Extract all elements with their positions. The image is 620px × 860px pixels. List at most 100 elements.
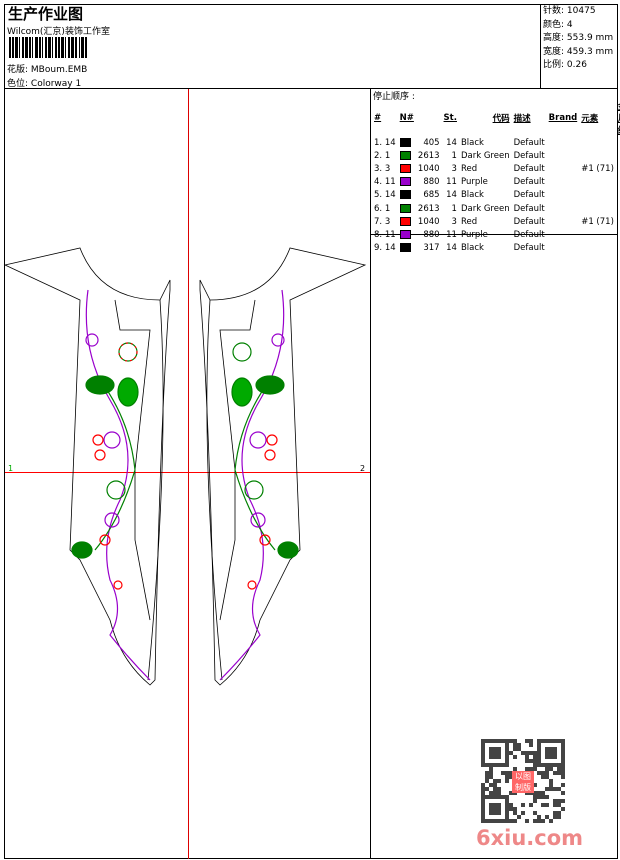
sequin xyxy=(579,202,616,215)
table-row: 2. 1 2613 1 Dark Green Default xyxy=(372,149,620,162)
marker-left: 1 xyxy=(8,464,14,473)
column-header: Brand xyxy=(548,113,578,123)
sequin xyxy=(579,176,616,189)
element xyxy=(547,242,580,255)
column-header: N# xyxy=(399,113,414,123)
stitch-count: 317 xyxy=(423,243,440,254)
color-code: 14 xyxy=(446,243,457,254)
color-swatch-cell xyxy=(398,202,416,215)
color-swatch-cell xyxy=(398,136,416,149)
sequin xyxy=(579,242,616,255)
column-header: 代码 xyxy=(492,114,510,124)
boot-outline-right xyxy=(199,247,367,686)
info-width: 宽度: 459.3 mm xyxy=(543,46,614,57)
element xyxy=(547,189,580,202)
stitch-count: 405 xyxy=(423,137,440,148)
color-description: Black xyxy=(460,243,484,254)
brand: Default xyxy=(513,190,545,201)
color-swatch xyxy=(399,163,411,173)
brand: Default xyxy=(513,203,545,214)
info-stitches: 针数: 10475 xyxy=(543,6,596,16)
color-swatch-cell xyxy=(398,149,416,162)
table-row: 6. 1 2613 1 Dark Green Default xyxy=(372,202,620,215)
info-colors: 颜色: 4 xyxy=(543,19,573,30)
brand: Default xyxy=(513,216,545,227)
row-index: 3. 3 xyxy=(374,163,391,174)
color-description: Red xyxy=(460,216,478,227)
page-frame xyxy=(4,4,618,859)
stop-sequence-title: 停止顺序 : xyxy=(373,92,415,102)
color-swatch xyxy=(399,243,411,253)
table-row: 7. 3 1040 3 Red Default #1 (71) xyxy=(372,215,620,228)
sequin: #1 (71) xyxy=(581,163,614,174)
row-index: 9. 14 xyxy=(374,243,396,254)
row-index: 2. 1 xyxy=(374,150,391,161)
color-swatch xyxy=(399,229,411,239)
header-divider xyxy=(4,88,618,89)
color-swatch xyxy=(399,216,411,226)
table-row: 4. 11 880 11 Purple Default xyxy=(372,176,620,189)
stitch-count: 1040 xyxy=(417,163,440,174)
color-swatch-cell xyxy=(398,176,416,189)
stitch-count: 2613 xyxy=(417,203,440,214)
color-code: 14 xyxy=(446,137,457,148)
barcode xyxy=(9,37,120,58)
column-header: # xyxy=(374,113,382,123)
element xyxy=(547,162,580,175)
color-swatch-cell xyxy=(398,228,416,241)
element xyxy=(547,149,580,162)
brand: Default xyxy=(513,243,545,254)
embroidery-motif-left xyxy=(71,289,151,681)
color-code: 1 xyxy=(451,150,457,161)
color-swatch xyxy=(399,137,411,147)
color-description: Purple xyxy=(460,177,488,188)
column-header: St. xyxy=(443,113,457,123)
color-swatch xyxy=(399,150,411,160)
file-label: 花版: xyxy=(7,65,29,75)
info-height: 高度: 553.9 mm xyxy=(543,33,614,43)
color-swatch xyxy=(399,203,411,213)
row-index: 6. 1 xyxy=(374,203,391,214)
color-description: Purple xyxy=(460,229,488,240)
stitch-count: 1040 xyxy=(417,216,440,227)
color-code: 3 xyxy=(451,163,457,174)
color-description: Dark Green xyxy=(460,203,510,214)
stop-sequence-panel xyxy=(370,88,618,235)
color-description: Black xyxy=(460,190,484,201)
page-title: 生产作业图 xyxy=(8,5,84,23)
embroidery-preview xyxy=(3,247,367,686)
stitch-count: 2613 xyxy=(417,150,440,161)
table-row: 1. 14 405 14 Black Default xyxy=(372,136,620,149)
row-index: 7. 3 xyxy=(374,216,391,227)
table-row: 9. 14 317 14 Black Default xyxy=(372,242,620,255)
stitch-count: 685 xyxy=(423,190,440,201)
sequin xyxy=(579,189,616,202)
column-header: 元素 xyxy=(581,114,599,124)
brand: Default xyxy=(513,163,545,174)
row-index: 1. 14 xyxy=(374,137,396,148)
element xyxy=(547,228,580,241)
sequin xyxy=(579,228,616,241)
sequin xyxy=(579,149,616,162)
info-scale: 比例: 0.26 xyxy=(543,60,587,70)
color-code: 11 xyxy=(446,229,457,240)
color-swatch-cell xyxy=(398,162,416,175)
color-code: 1 xyxy=(451,203,457,214)
column-header: 金片绣 xyxy=(616,100,620,136)
column-header: 描述 xyxy=(513,114,531,124)
stitch-count: 880 xyxy=(423,177,440,188)
color-swatch-cell xyxy=(398,189,416,202)
brand: Default xyxy=(513,229,545,240)
brand: Default xyxy=(513,177,545,188)
watermark-logo: 6xiu.com xyxy=(476,826,584,850)
vertical-center-line xyxy=(188,89,189,859)
panel-divider xyxy=(370,235,371,859)
table-row: 3. 3 1040 3 Red Default #1 (71) xyxy=(372,162,620,175)
embroidery-motif-right xyxy=(219,289,299,681)
colorway-label: 色位: xyxy=(7,79,29,89)
stitch-count: 880 xyxy=(423,229,440,240)
color-code: 3 xyxy=(451,216,457,227)
file-value: MBoum.EMB xyxy=(30,65,88,75)
seal-stamp: 以图制版 xyxy=(512,771,534,793)
